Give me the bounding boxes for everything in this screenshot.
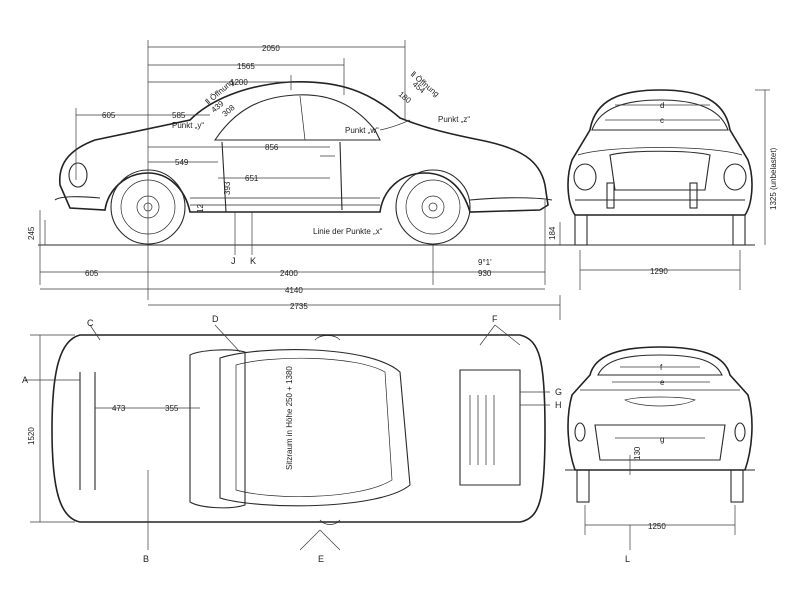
plan-label-a: A <box>22 375 28 385</box>
plan-view: C D F A 1520 473 355 Sitzraum in Höhe 25… <box>22 314 562 564</box>
plan-label-d: D <box>212 314 219 324</box>
dim-651: 651 <box>245 174 259 183</box>
dim-930: 930 <box>478 269 492 278</box>
rear-label-g: g <box>660 435 664 444</box>
dim-12: 12 <box>196 204 205 213</box>
dim-549: 549 <box>175 158 189 167</box>
plan-label-e: E <box>318 554 324 564</box>
dim-1325: 1325 (unbelastet) <box>769 147 778 210</box>
rear-label-e: e <box>660 378 665 387</box>
plan-dim-355: 355 <box>165 404 179 413</box>
side-view: 2050 1565 1200 605 585 Punkt „y“ Ⅱ Öffnu… <box>27 40 565 320</box>
dim-585: 585 <box>172 111 186 120</box>
rear-dim-130: 130 <box>633 446 642 460</box>
rear-label-f: f <box>660 363 663 372</box>
plan-label-f: F <box>492 314 498 324</box>
dim-ground-front: 245 <box>27 226 36 240</box>
label-c-front: c <box>660 116 664 125</box>
dim-856: 856 <box>265 143 279 152</box>
label-punkt-y: Punkt „y“ <box>172 121 204 130</box>
dim-180: 180 <box>397 90 413 106</box>
dim-4140: 4140 <box>285 286 303 295</box>
plan-label-b: B <box>143 554 149 564</box>
dim-1565: 1565 <box>237 62 255 71</box>
dim-605-bottom: 605 <box>85 269 99 278</box>
dim-605-top: 605 <box>102 111 116 120</box>
dim-ground-rear: 184 <box>548 226 557 240</box>
dim-2735: 2735 <box>290 302 308 311</box>
label-punkt-z: Punkt „z“ <box>438 115 470 124</box>
dim-1200: 1200 <box>230 78 248 87</box>
dim-2050: 2050 <box>262 44 280 53</box>
label-line-x: Linie der Punkte „x“ <box>313 227 383 236</box>
plan-label-h: H <box>555 400 562 410</box>
plan-dim-473: 473 <box>112 404 126 413</box>
rear-dim-1250: 1250 <box>648 522 666 531</box>
rear-view: f e g 130 1250 L <box>565 346 755 564</box>
rear-label-l: L <box>625 554 630 564</box>
plan-dim-1520: 1520 <box>27 427 36 445</box>
label-k: K <box>250 256 256 266</box>
dim-2400: 2400 <box>280 269 298 278</box>
dim-1290: 1290 <box>650 267 668 276</box>
plan-label-g: G <box>555 387 562 397</box>
plan-label-c: C <box>87 318 94 328</box>
label-punkt-w: Punkt „w“ <box>345 126 379 135</box>
dim-angle: 9°1' <box>478 258 492 267</box>
plan-seat-label: Sitzraum in Höhe 250 + 1380 <box>285 366 294 470</box>
label-d-front: d <box>660 101 664 110</box>
label-j: J <box>231 256 236 266</box>
dim-393: 393 <box>223 181 232 195</box>
front-view: d c 1290 1325 (unbelastet) <box>565 89 778 290</box>
